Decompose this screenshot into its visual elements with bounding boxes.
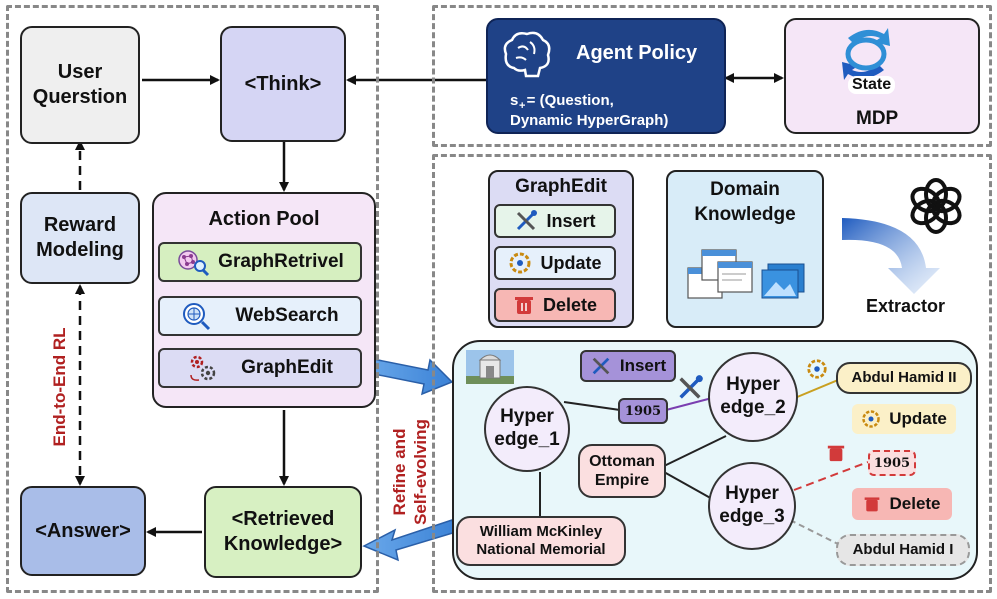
tools-icon bbox=[676, 374, 704, 407]
hyperedge-2[interactable]: Hyper edge_2 bbox=[708, 352, 798, 442]
graphedit-update-label: Update bbox=[540, 252, 602, 273]
hypergraph-insert-tag: Insert bbox=[580, 350, 676, 382]
hypergraph-delete-label: Delete bbox=[889, 494, 941, 513]
answer-box[interactable]: <Answer> bbox=[20, 486, 146, 576]
ottoman-empire-node[interactable]: Ottoman Empire bbox=[578, 444, 666, 498]
openai-logo-icon bbox=[906, 176, 966, 241]
graphedit-delete-label: Delete bbox=[542, 294, 598, 315]
state-formula-subscript: + bbox=[519, 100, 526, 112]
domain-knowledge-title: Domain Knowledge bbox=[694, 179, 796, 225]
graphedit-update[interactable]: Update bbox=[494, 246, 616, 280]
state-badge: State bbox=[848, 76, 896, 94]
hyperedge-3[interactable]: Hyper edge_3 bbox=[708, 462, 796, 550]
edge-ottoman-he2 bbox=[663, 435, 727, 467]
hypergraph-insert-label: Insert bbox=[619, 356, 667, 375]
edge-he2-abdul bbox=[789, 379, 839, 401]
gear-update-icon bbox=[508, 251, 532, 275]
memorial-image-icon bbox=[466, 350, 514, 389]
graphedit-title: GraphEdit bbox=[515, 176, 607, 197]
abdul-hamid-ii-node[interactable]: Abdul Hamid II bbox=[836, 362, 972, 394]
edge-he3-abdul-i bbox=[789, 519, 843, 547]
action-graphedit-label: GraphEdit bbox=[241, 357, 333, 378]
state-formula-line2: Dynamic HyperGraph) bbox=[510, 112, 669, 129]
trash-icon bbox=[863, 494, 881, 514]
mdp-box[interactable]: State MDP bbox=[784, 18, 980, 134]
edge-he3-1905-deleted bbox=[793, 461, 869, 491]
cycle-icon bbox=[836, 24, 896, 89]
abdul-hamid-i-node[interactable]: Abdul Hamid I bbox=[836, 534, 970, 566]
tools-icon bbox=[590, 355, 612, 377]
mdp-label: MDP bbox=[856, 108, 899, 129]
trash-icon bbox=[826, 442, 846, 469]
edge-ottoman-he3 bbox=[663, 471, 715, 501]
tools-icon bbox=[514, 209, 538, 233]
edge-he1-1905 bbox=[563, 401, 621, 411]
action-websearch-label: WebSearch bbox=[235, 305, 339, 326]
year-deleted-node[interactable]: 1905 bbox=[868, 450, 916, 476]
action-websearch[interactable]: WebSearch bbox=[158, 296, 362, 336]
hyperedge-1[interactable]: Hyper edge_1 bbox=[484, 386, 570, 472]
gear-update-icon bbox=[806, 358, 828, 385]
mckinley-memorial-node[interactable]: William McKinley National Memorial bbox=[456, 516, 626, 566]
agent-policy-title: Agent Policy bbox=[576, 42, 698, 64]
graphedit-insert[interactable]: Insert bbox=[494, 204, 616, 238]
extractor-arrow bbox=[842, 218, 940, 294]
hypergraph-update-label: Update bbox=[889, 409, 947, 428]
action-pool-title: Action Pool bbox=[208, 208, 320, 230]
think-box[interactable]: <Think> bbox=[220, 26, 346, 142]
edge-1905-he2 bbox=[665, 397, 713, 411]
extractor-label: Extractor bbox=[866, 296, 946, 316]
year-inserted-node[interactable]: 1905 bbox=[618, 398, 668, 424]
graphedit-insert-label: Insert bbox=[546, 210, 596, 231]
state-formula-line1: s = (Question, bbox=[510, 92, 614, 109]
gears-icon bbox=[187, 353, 217, 383]
graph-search-icon bbox=[176, 247, 210, 277]
reward-modeling-box[interactable]: Reward Modeling bbox=[20, 192, 140, 284]
action-graphretrivel-label: GraphRetrivel bbox=[218, 251, 344, 272]
gear-update-icon bbox=[861, 409, 881, 429]
user-question-box[interactable]: User Querstion bbox=[20, 26, 140, 144]
top-right-panel bbox=[432, 5, 992, 147]
bottom-right-panel bbox=[432, 154, 992, 593]
left-panel bbox=[6, 5, 379, 593]
agent-policy-box[interactable]: Agent Policy s = (Question, + Dynamic Hy… bbox=[486, 18, 726, 134]
documents-icon bbox=[682, 246, 812, 313]
hypergraph-update-tag: Update bbox=[852, 404, 956, 434]
domain-knowledge-box[interactable]: Domain Knowledge bbox=[666, 170, 824, 328]
trash-icon bbox=[513, 294, 535, 316]
hypergraph-delete-tag: Delete bbox=[852, 488, 952, 520]
graphedit-delete[interactable]: Delete bbox=[494, 288, 616, 322]
globe-search-icon bbox=[181, 301, 211, 331]
action-graphretrivel[interactable]: GraphRetrivel bbox=[158, 242, 362, 282]
retrieved-knowledge-box[interactable]: <Retrieved Knowledge> bbox=[204, 486, 362, 578]
action-graphedit[interactable]: GraphEdit bbox=[158, 348, 362, 388]
brain-icon bbox=[500, 28, 554, 85]
